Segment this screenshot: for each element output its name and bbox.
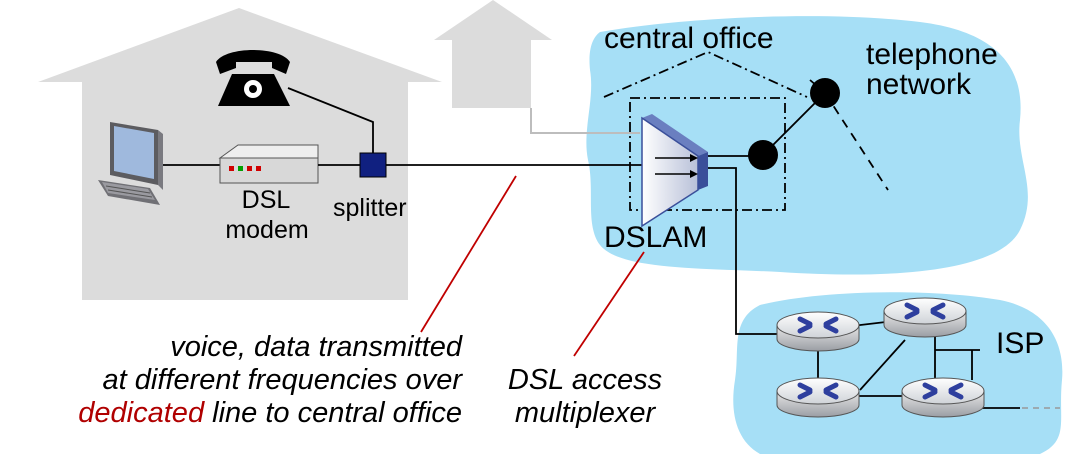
router-icon [776, 311, 860, 352]
voice-data-line-3-rest: line to central office [204, 397, 462, 429]
dslam-annotation-line-1: DSL access [507, 364, 663, 396]
voice-data-line-2: at different frequencies over [102, 364, 462, 396]
network-label: network [866, 68, 972, 101]
voice-data-pointer [420, 175, 517, 333]
router-icon [776, 377, 860, 418]
isp-label: ISP [996, 327, 1045, 360]
dslam-pointer [573, 251, 645, 357]
phone-network-dashed [824, 92, 889, 191]
voice-data-line-1: voice, data transmitted [170, 331, 462, 363]
computer-icon [98, 122, 163, 205]
telephone-label: telephone [866, 38, 998, 71]
splitter-label: splitter [333, 194, 407, 222]
dedicated-highlight: dedicated [78, 397, 205, 429]
telephone-icon [216, 50, 290, 106]
central-office-building [434, 0, 552, 108]
splitter-icon [359, 152, 387, 178]
dslam-label: DSLAM [604, 221, 708, 254]
voice-data-line-3: dedicated line to central office [78, 397, 462, 430]
dslam-annotation: DSL access multiplexer [490, 364, 680, 430]
dslam-icon [641, 114, 708, 228]
modem-label: modem [225, 216, 309, 244]
voice-data-annotation: voice, data transmitted at different fre… [78, 331, 462, 430]
dslam-annotation-line-2: multiplexer [514, 397, 656, 429]
dslam-isp-link [708, 167, 778, 335]
central-office-box [629, 97, 786, 211]
router-icon [901, 377, 985, 418]
phone-splitter-cable [287, 87, 374, 153]
central-office-roof [603, 51, 808, 98]
dsl-label: DSL [241, 186, 291, 214]
phone-network-dashed-2 [809, 79, 826, 94]
central-office-label: central office [604, 22, 774, 55]
router-icon [883, 297, 967, 338]
office-link-line [530, 108, 640, 134]
dsl-modem-icon [218, 144, 319, 184]
